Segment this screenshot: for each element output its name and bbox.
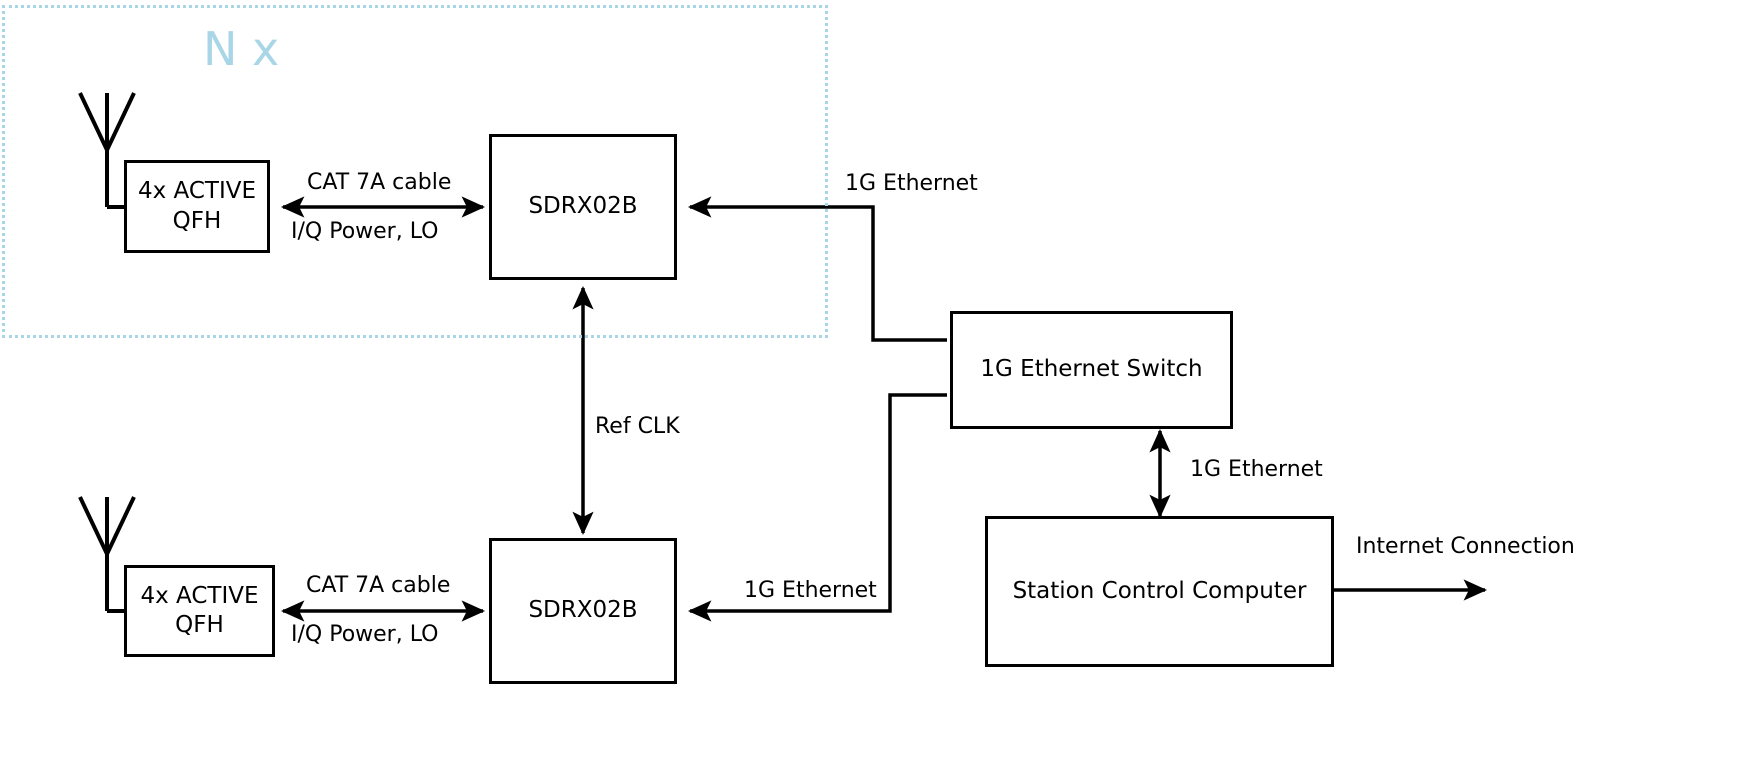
edge-label-ethernet-top: 1G Ethernet <box>845 171 978 196</box>
antenna-top-icon <box>78 92 136 209</box>
edge-label-internet-connection: Internet Connection <box>1356 534 1575 559</box>
edge-label-ethernet-switch-computer: 1G Ethernet <box>1190 457 1323 482</box>
node-qfh-bottom[interactable]: 4x ACTIVE QFH <box>124 565 275 657</box>
node-qfh-top[interactable]: 4x ACTIVE QFH <box>124 160 270 253</box>
node-ethernet-switch[interactable]: 1G Ethernet Switch <box>950 311 1233 429</box>
node-qfh-top-label: 4x ACTIVE QFH <box>138 177 256 236</box>
node-qfh-top-label-line1: 4x ACTIVE <box>137 178 257 205</box>
node-qfh-bottom-label-line1: 4x ACTIVE <box>140 582 259 609</box>
antenna-bottom-icon <box>78 496 136 613</box>
node-qfh-top-label-line2: QFH <box>172 207 222 234</box>
edge-label-iq-power-lo-top: I/Q Power, LO <box>291 219 439 244</box>
edge-label-ethernet-bottom: 1G Ethernet <box>744 578 877 603</box>
edge-ethernet-bottom <box>687 393 947 622</box>
node-sdrx02b-top-label: SDRX02B <box>528 193 638 220</box>
node-sdrx02b-bottom[interactable]: SDRX02B <box>489 538 677 684</box>
node-station-control-computer-label: Station Control Computer <box>1012 577 1307 604</box>
edge-label-cat7a-bottom: CAT 7A cable <box>306 573 451 598</box>
node-qfh-bottom-label: 4x ACTIVE QFH <box>140 582 258 641</box>
node-sdrx02b-bottom-label: SDRX02B <box>528 597 638 624</box>
repeated-subsystem-group <box>2 5 828 338</box>
node-qfh-bottom-label-line2: QFH <box>175 612 224 638</box>
node-sdrx02b-top[interactable]: SDRX02B <box>489 134 677 280</box>
edge-label-ref-clk: Ref CLK <box>595 414 680 439</box>
edge-label-cat7a-top: CAT 7A cable <box>307 170 452 195</box>
node-station-control-computer[interactable]: Station Control Computer <box>985 516 1334 667</box>
edge-label-iq-power-lo-bottom: I/Q Power, LO <box>291 622 439 647</box>
group-multiplier-label: N x <box>203 22 280 76</box>
edge-ethernet-top <box>687 196 947 342</box>
node-ethernet-switch-label: 1G Ethernet Switch <box>980 356 1203 383</box>
